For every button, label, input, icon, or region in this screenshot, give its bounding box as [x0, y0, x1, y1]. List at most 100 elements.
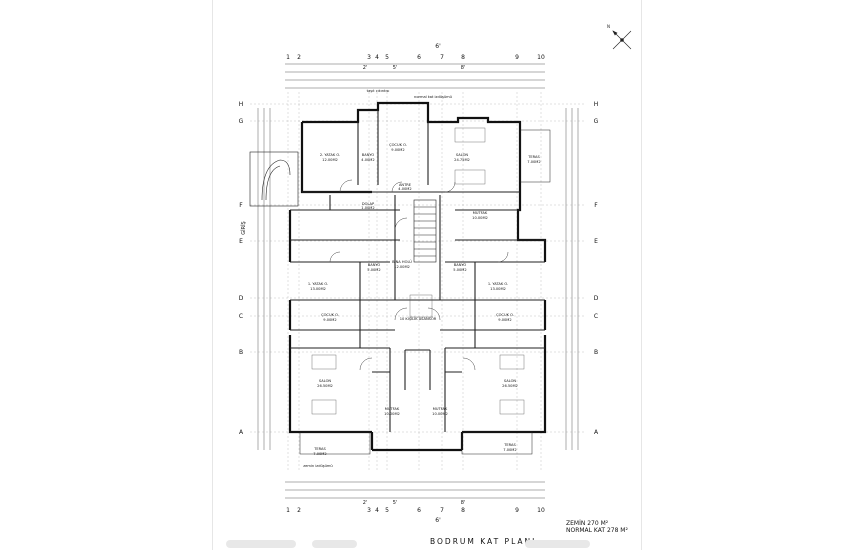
room-area: 9.00M2	[498, 318, 511, 322]
room-name: ÇOCUK O.	[321, 313, 339, 317]
dimension-lines-top	[285, 63, 545, 89]
room-area: 5.00M2	[453, 268, 466, 272]
room-area: 7.00M2	[313, 452, 326, 456]
room-area: 12.00M2	[394, 265, 410, 269]
axis-label: 5'	[393, 65, 398, 71]
axis-label: H	[594, 101, 599, 108]
room-name: SALON	[456, 153, 469, 157]
axis-label: 2	[297, 54, 301, 61]
room-name: BİNA HOLÜ	[392, 259, 412, 264]
axis-label: B	[239, 349, 243, 356]
room-area: 5.00M2	[367, 268, 380, 272]
room-name: BANYO	[362, 153, 375, 157]
normal-area: NORMAL KAT 278 M²	[566, 527, 628, 534]
grid-lines	[250, 92, 585, 470]
room-name: MUTFAK	[433, 407, 448, 411]
axis-label: 2'	[363, 65, 368, 71]
blurred-watermark	[525, 540, 590, 548]
room-area: 12.00M2	[322, 158, 338, 162]
room-name: ANTRE	[399, 183, 412, 187]
axis-label: F	[239, 202, 243, 209]
axis-label: 1	[286, 507, 290, 514]
room-area: 4.00M2	[361, 158, 374, 162]
room-name: TERAS	[313, 447, 326, 451]
room-area: 26.50M2	[502, 384, 518, 388]
room-name: BANYO	[454, 263, 467, 267]
axis-label: 4	[375, 54, 379, 61]
axis-label: 8'	[461, 500, 466, 506]
axis-label: 9	[515, 507, 519, 514]
axis-label: 6	[417, 54, 421, 61]
axis-label: 3	[367, 54, 371, 61]
axis-label: 3	[367, 507, 371, 514]
note-bottom: zemin izdüşümü	[303, 464, 332, 468]
room-name: ÇOCUK O.	[389, 143, 407, 147]
room-area: 4.00M2	[398, 187, 411, 191]
axis-label: B	[594, 349, 598, 356]
room-area: 13.00M2	[310, 287, 326, 291]
terraces	[299, 129, 551, 455]
note-top-1: normal kat izdüşümü	[414, 95, 452, 99]
axis-label: H	[239, 101, 244, 108]
room-labels: 2. YATAK O. 12.00M2 BANYO 4.00M2 ÇOCUK O…	[308, 143, 541, 456]
axis-label: 7	[440, 507, 444, 514]
dimension-lines-bottom	[285, 481, 545, 499]
axis-label: 5'	[393, 500, 398, 506]
room-name: MUTFAK	[385, 407, 400, 411]
plan-notes: normal kat izdüşümü taşıt cıkıntısı zemi…	[240, 89, 452, 468]
room-name: 10 KİŞİLİK ASANSÖR	[400, 316, 437, 321]
axis-label: A	[594, 429, 599, 436]
axis-label: 10	[537, 54, 545, 61]
room-name: TERAS	[503, 443, 516, 447]
axis-label: E	[594, 238, 598, 245]
room-area: 24.75M2	[454, 158, 470, 162]
plan-title: BODRUM KAT PLANI	[430, 537, 537, 546]
axis-label: 6	[417, 507, 421, 514]
axis-label: G	[594, 118, 599, 125]
room-name: SALON	[504, 379, 517, 383]
room-name: TERAS	[527, 155, 540, 159]
axis-label: 5	[385, 507, 389, 514]
room-area: 10.00M2	[432, 412, 448, 416]
room-name: ÇOCUK O.	[496, 313, 514, 317]
room-name: 1. YATAK O.	[308, 282, 328, 286]
sheet-border	[212, 0, 642, 550]
interior-walls	[290, 110, 545, 432]
axis-label: C	[239, 313, 243, 320]
room-area: 26.50M2	[317, 384, 333, 388]
blurred-watermark	[226, 540, 296, 548]
dimension-lines-left	[257, 108, 271, 450]
axis-label: F	[594, 202, 598, 209]
room-name: SALON	[319, 379, 332, 383]
room-name: 1. YATAK O.	[488, 282, 508, 286]
room-area: 13.00M2	[490, 287, 506, 291]
entrance-ramp	[249, 151, 299, 207]
room-area: 10.00M2	[472, 216, 488, 220]
room-area: 9.00M2	[323, 318, 336, 322]
axis-label: 9	[515, 54, 519, 61]
room-area: 9.00M2	[391, 148, 404, 152]
note-top-2: taşıt cıkıntısı	[367, 89, 390, 93]
axis-label: 7	[440, 54, 444, 61]
axis-label: 2	[297, 507, 301, 514]
axis-label: 8	[461, 507, 465, 514]
room-area: 1.00M2	[361, 206, 374, 210]
svg-text:N: N	[607, 24, 610, 29]
axis-label: 8	[461, 54, 465, 61]
room-name: MUTFAK	[473, 211, 488, 215]
dimension-lines-right	[565, 108, 579, 450]
axis-label: A	[239, 429, 244, 436]
entrance-label: GİRİŞ	[240, 221, 247, 234]
door-swings	[329, 179, 509, 371]
room-name: DOLAP	[362, 202, 375, 206]
axis-label: 10	[537, 507, 545, 514]
axis-label: 5	[385, 54, 389, 61]
axis-label: D	[239, 295, 244, 302]
axis-label: D	[594, 295, 599, 302]
axis-label: 6'	[435, 517, 441, 524]
axis-label: C	[594, 313, 598, 320]
axis-label: 8'	[461, 65, 466, 71]
axis-label: 1	[286, 54, 290, 61]
